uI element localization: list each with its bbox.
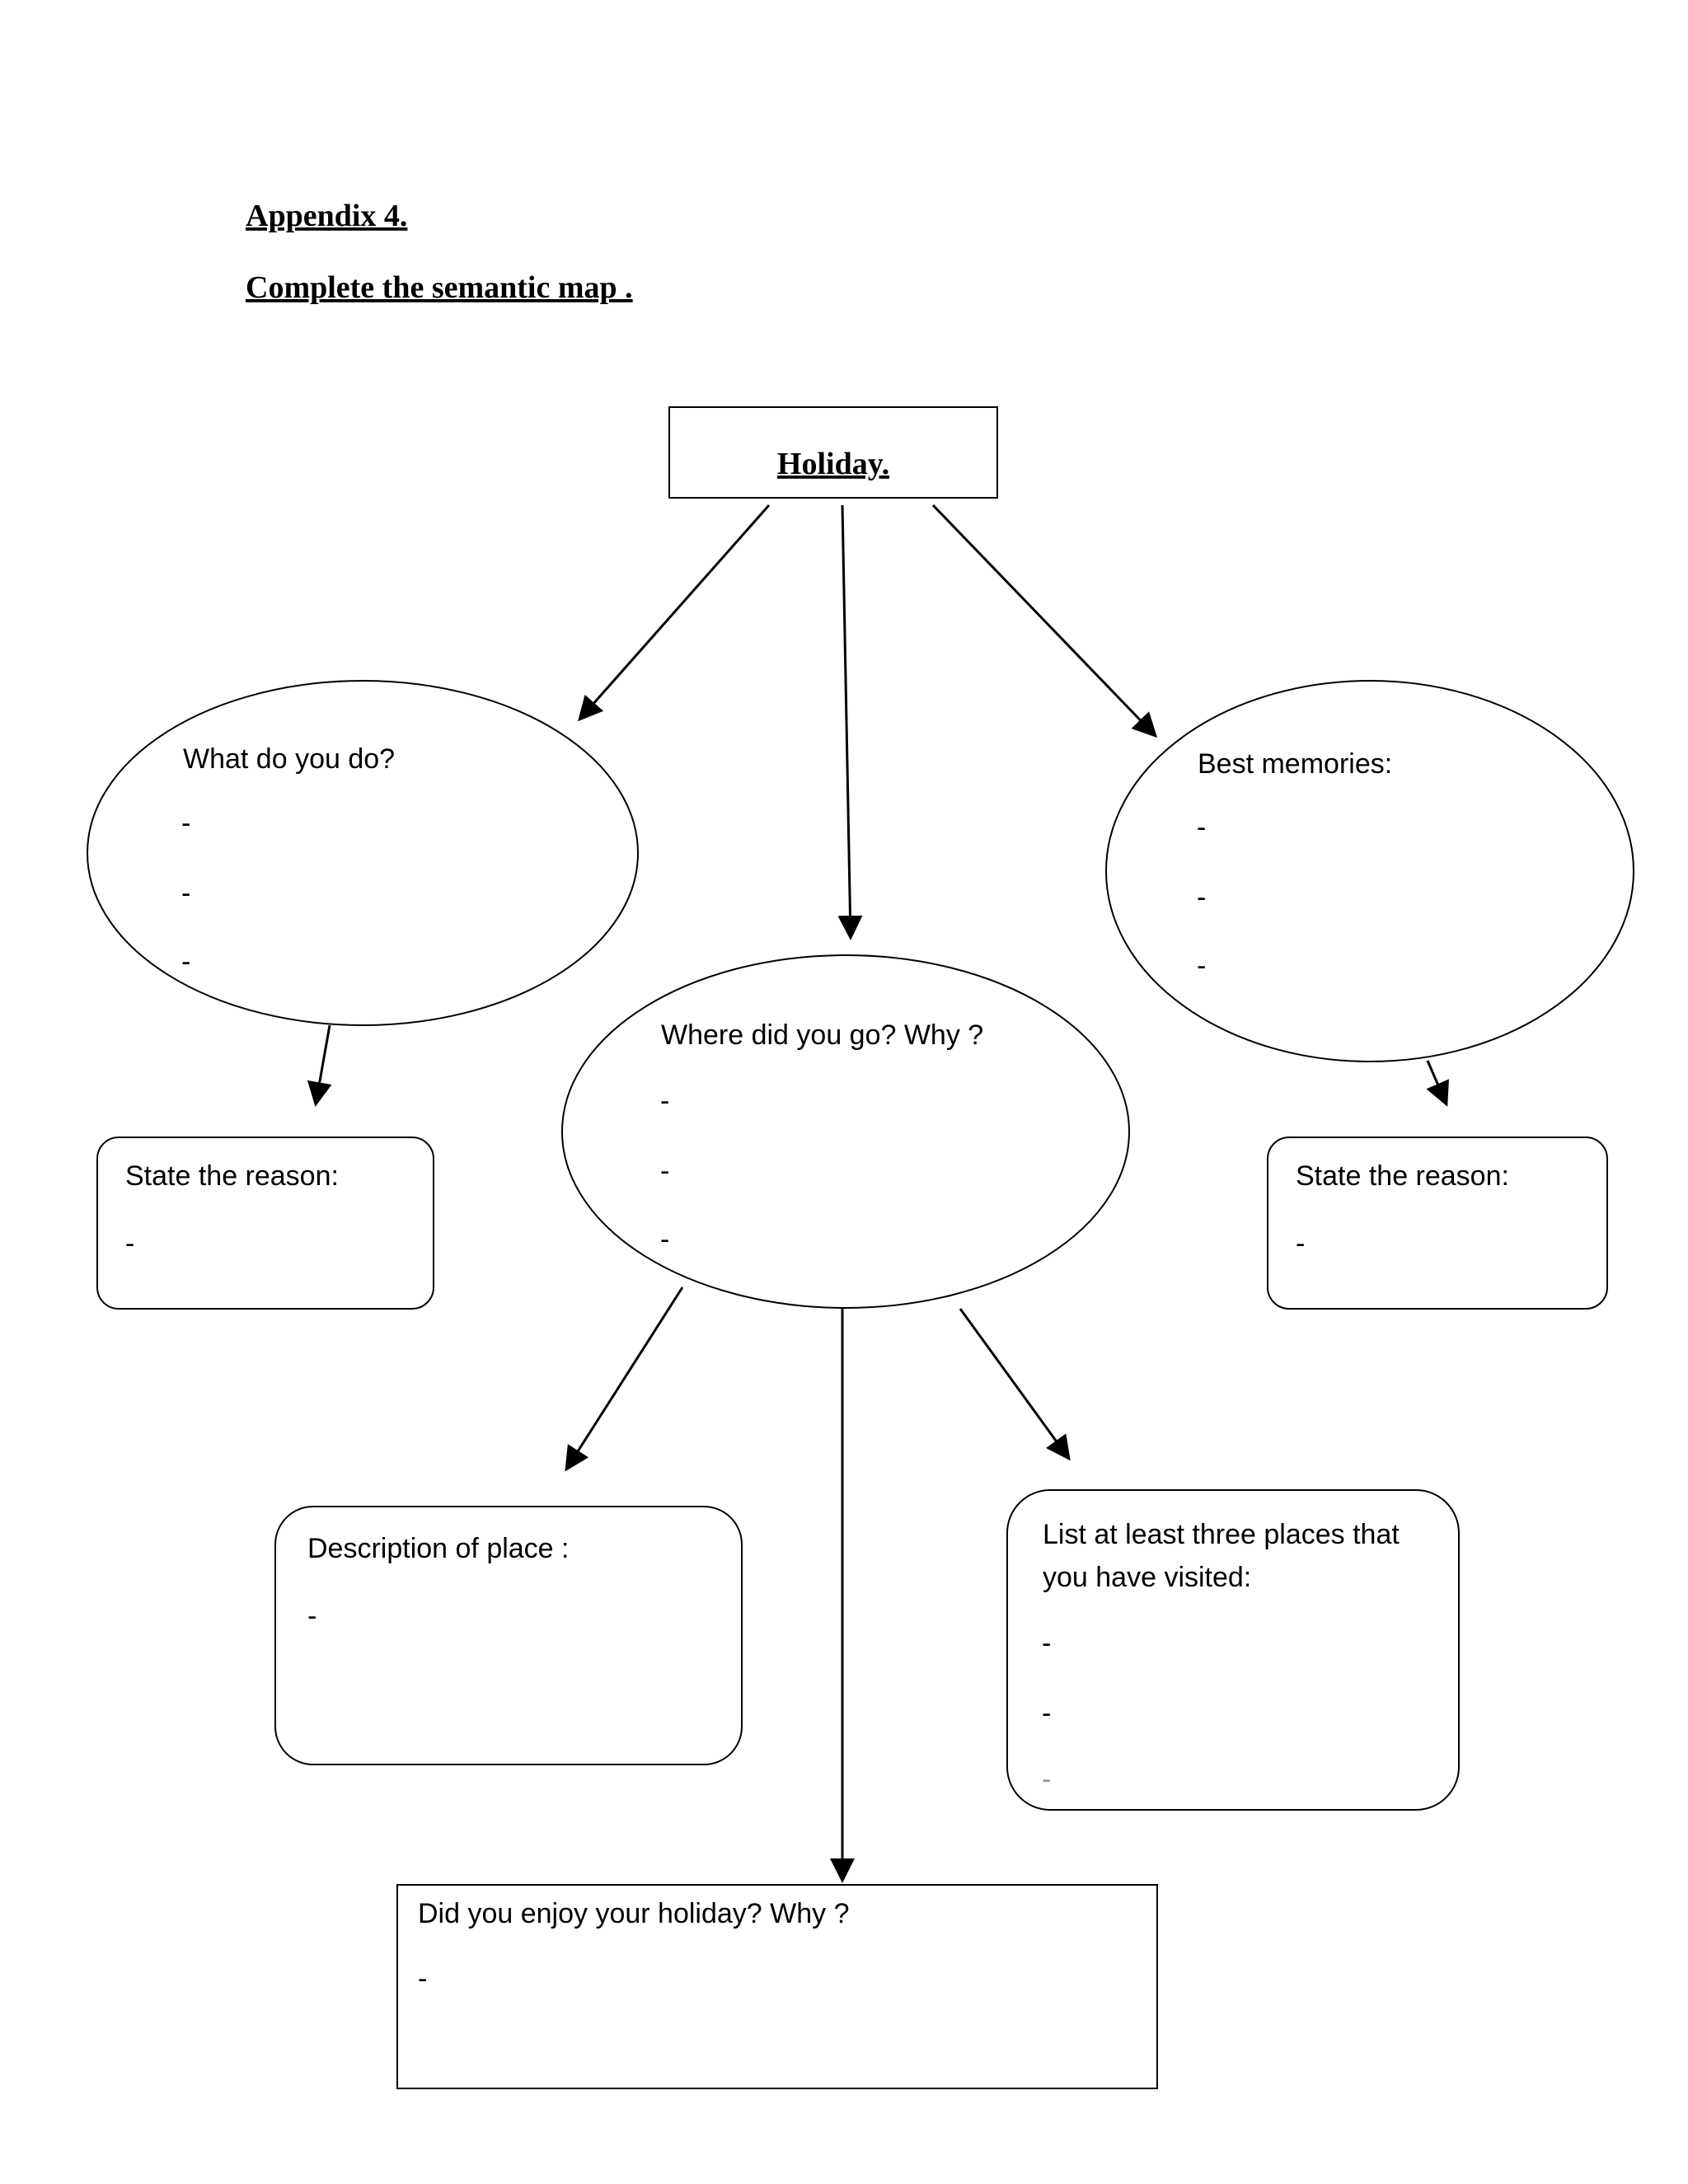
where-did-you-go-title: Where did you go? Why ? bbox=[661, 1019, 983, 1051]
reason-right-title: State the reason: bbox=[1296, 1160, 1509, 1192]
arrow-holiday-to-best-memories bbox=[931, 504, 1158, 738]
places-visited-title-line-2: you have visited: bbox=[1043, 1562, 1251, 1593]
arrow-best-memories-to-reason bbox=[1426, 1060, 1450, 1107]
arrow-holiday-to-where-did-you-go bbox=[837, 504, 863, 940]
instruction-heading: Complete the semantic map . bbox=[246, 270, 633, 305]
holiday-title: Holiday. bbox=[777, 447, 889, 481]
what-do-you-do-line-1: - bbox=[181, 808, 190, 839]
reason-box-right bbox=[1267, 1137, 1608, 1310]
places-visited-line-2: - bbox=[1042, 1698, 1051, 1729]
best-memories-title: Best memories: bbox=[1198, 748, 1392, 780]
description-title: Description of place : bbox=[307, 1533, 570, 1564]
reason-left-line-1: - bbox=[125, 1228, 134, 1259]
arrow-where-to-places-visited bbox=[959, 1308, 1071, 1461]
enjoy-box bbox=[396, 1884, 1158, 2089]
where-did-you-go-line-1: - bbox=[660, 1085, 669, 1117]
what-do-you-do-ellipse bbox=[87, 680, 639, 1026]
description-line-1: - bbox=[307, 1601, 316, 1632]
reason-box-left bbox=[96, 1137, 434, 1310]
holiday-box bbox=[668, 406, 998, 499]
arrow-what-do-you-do-to-reason bbox=[307, 1024, 332, 1107]
where-did-you-go-ellipse bbox=[561, 954, 1130, 1309]
description-box bbox=[274, 1506, 743, 1765]
reason-left-title: State the reason: bbox=[125, 1160, 339, 1192]
best-memories-ellipse bbox=[1105, 680, 1634, 1062]
best-memories-line-3: - bbox=[1197, 950, 1206, 982]
enjoy-line-1: - bbox=[418, 1963, 427, 1994]
appendix-heading: Appendix 4. bbox=[246, 199, 407, 233]
best-memories-line-2: - bbox=[1197, 882, 1206, 913]
where-did-you-go-line-2: - bbox=[660, 1155, 669, 1187]
arrow-holiday-to-what-do-you-do bbox=[578, 504, 771, 722]
what-do-you-do-line-3: - bbox=[181, 946, 190, 977]
what-do-you-do-title: What do you do? bbox=[183, 743, 395, 775]
enjoy-title: Did you enjoy your holiday? Why ? bbox=[418, 1898, 850, 1929]
what-do-you-do-line-2: - bbox=[181, 878, 190, 909]
places-visited-line-3: - bbox=[1042, 1764, 1051, 1795]
best-memories-line-1: - bbox=[1197, 812, 1206, 843]
arrow-where-to-description bbox=[565, 1286, 684, 1472]
places-visited-box bbox=[1006, 1489, 1460, 1811]
reason-right-line-1: - bbox=[1296, 1228, 1305, 1259]
places-visited-line-1: - bbox=[1042, 1628, 1051, 1659]
places-visited-title-line-1: List at least three places that bbox=[1043, 1519, 1400, 1550]
where-did-you-go-line-3: - bbox=[660, 1224, 669, 1255]
